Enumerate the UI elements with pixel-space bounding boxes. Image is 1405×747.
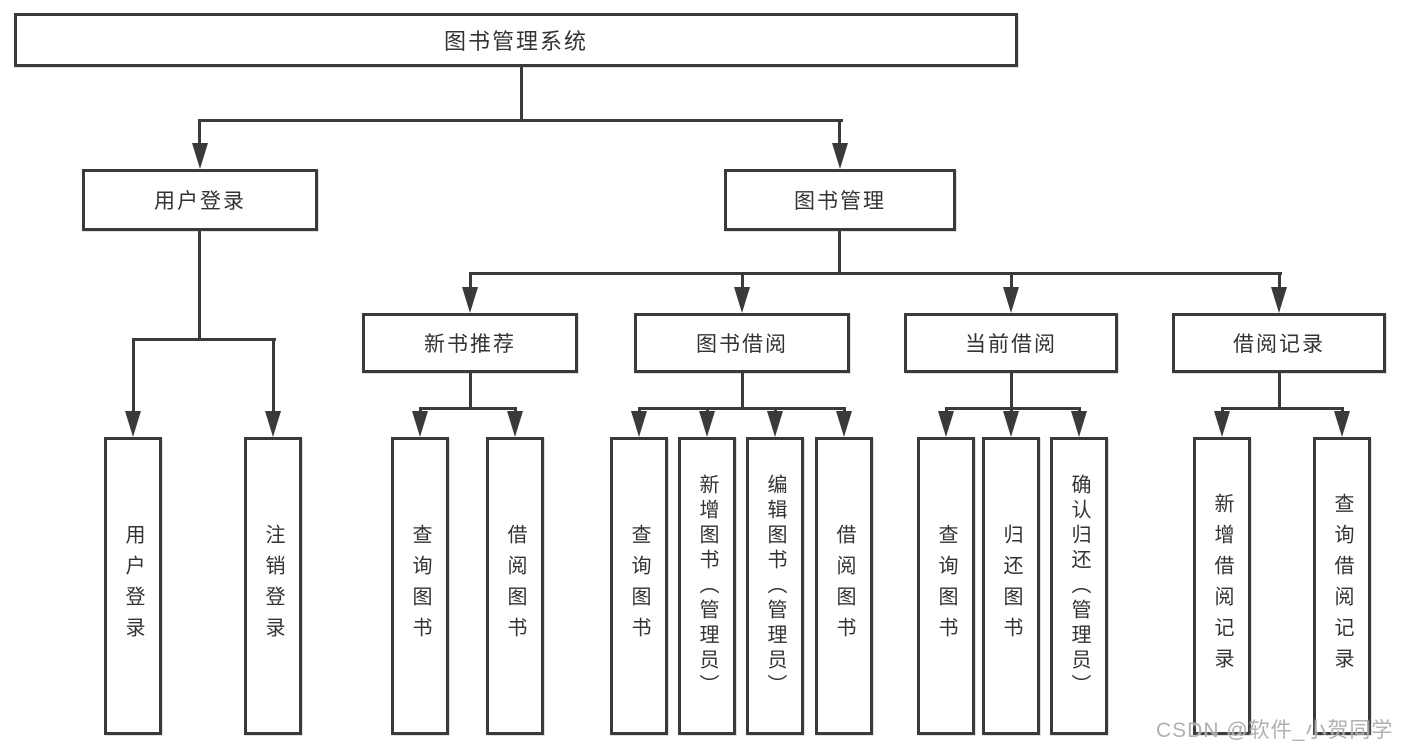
connector-line	[741, 272, 744, 289]
connector-line	[198, 231, 201, 338]
arrow-down-icon	[265, 411, 281, 437]
connector-line	[469, 373, 472, 407]
connector-line	[1221, 407, 1344, 410]
connector-line	[838, 119, 841, 146]
connector-line	[1278, 272, 1281, 289]
connector-line	[198, 119, 843, 122]
connector-line	[132, 338, 276, 341]
arrow-down-icon	[1334, 411, 1350, 437]
connector-line	[741, 373, 744, 407]
connector-line	[272, 338, 275, 413]
arrow-down-icon	[1071, 411, 1087, 437]
node-leaf-query-books-1: 查询图书	[391, 437, 449, 735]
connector-line	[198, 119, 201, 146]
node-current-borrowing: 当前借阅	[904, 313, 1118, 373]
node-leaf-edit-books-admin: 编辑图书（管理员）	[746, 437, 804, 735]
node-leaf-logout: 注销登录	[244, 437, 302, 735]
node-user-login: 用户登录	[82, 169, 318, 231]
arrow-down-icon	[699, 411, 715, 437]
connector-line	[132, 338, 135, 413]
arrow-down-icon	[412, 411, 428, 437]
node-leaf-borrow-books-1: 借阅图书	[486, 437, 544, 735]
connector-line	[469, 272, 472, 289]
arrow-down-icon	[767, 411, 783, 437]
connector-line	[419, 407, 517, 410]
connector-line	[838, 231, 841, 272]
connector-line	[945, 407, 1081, 410]
arrow-down-icon	[832, 143, 848, 169]
node-leaf-query-books-2: 查询图书	[610, 437, 668, 735]
arrow-down-icon	[836, 411, 852, 437]
node-leaf-borrow-books-2: 借阅图书	[815, 437, 873, 735]
node-borrowing-records: 借阅记录	[1172, 313, 1386, 373]
arrow-down-icon	[192, 143, 208, 169]
node-leaf-user-login: 用户登录	[104, 437, 162, 735]
arrow-down-icon	[462, 287, 478, 313]
node-book-management: 图书管理	[724, 169, 956, 231]
connector-line	[1010, 272, 1013, 289]
arrow-down-icon	[734, 287, 750, 313]
node-library-management-system: 图书管理系统	[14, 13, 1018, 67]
arrow-down-icon	[631, 411, 647, 437]
node-leaf-query-books-3: 查询图书	[917, 437, 975, 735]
connector-line	[1278, 373, 1281, 407]
arrow-down-icon	[507, 411, 523, 437]
connector-line	[520, 67, 523, 119]
arrow-down-icon	[938, 411, 954, 437]
connector-line	[469, 272, 1282, 275]
node-leaf-confirm-return-admin: 确认归还（管理员）	[1050, 437, 1108, 735]
arrow-down-icon	[125, 411, 141, 437]
node-new-book-recommendation: 新书推荐	[362, 313, 578, 373]
connector-line	[1010, 373, 1013, 407]
node-book-borrowing: 图书借阅	[634, 313, 850, 373]
node-leaf-query-borrow-record: 查询借阅记录	[1313, 437, 1371, 735]
csdn-watermark: CSDN @软件_小贺同学	[1156, 719, 1394, 742]
arrow-down-icon	[1003, 287, 1019, 313]
arrow-down-icon	[1214, 411, 1230, 437]
arrow-down-icon	[1003, 411, 1019, 437]
node-leaf-add-borrow-record: 新增借阅记录	[1193, 437, 1251, 735]
node-leaf-return-books: 归还图书	[982, 437, 1040, 735]
connector-line	[638, 407, 846, 410]
node-leaf-add-books-admin: 新增图书（管理员）	[678, 437, 736, 735]
arrow-down-icon	[1271, 287, 1287, 313]
